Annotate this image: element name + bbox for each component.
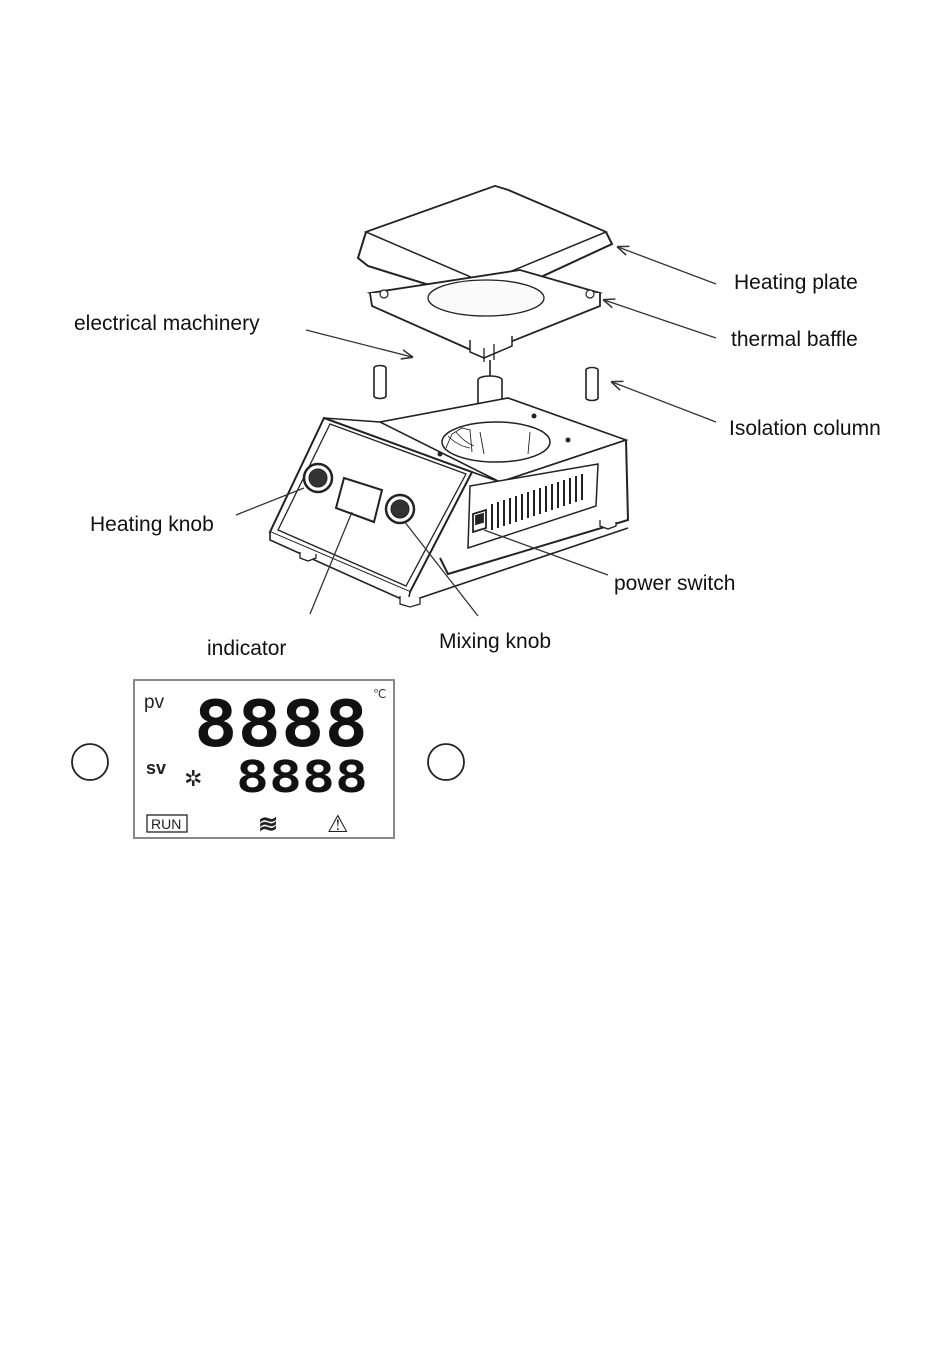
label-mixing-knob: Mixing knob [439, 631, 551, 652]
unit-celsius: ℃ [373, 687, 386, 701]
pv-value: 8888 [194, 688, 368, 762]
panel-knob-left[interactable] [72, 744, 108, 780]
sv-value: 8888 [236, 752, 368, 803]
arrow-heating-plate [618, 247, 716, 284]
mixing-knob[interactable] [386, 495, 414, 523]
pv-label: pv [144, 692, 165, 713]
sv-label: sv [146, 758, 166, 778]
base-unit [270, 398, 628, 607]
run-label: RUN [151, 816, 181, 832]
arrow-electrical-machinery [306, 330, 412, 357]
arrow-isolation-column [612, 382, 716, 422]
label-thermal-baffle: thermal baffle [731, 329, 858, 350]
fan-icon: ✲ [184, 766, 202, 791]
thermal-baffle [370, 270, 600, 362]
heating-knob[interactable] [304, 464, 332, 492]
isolation-column-right [586, 368, 598, 401]
arrow-thermal-baffle [604, 300, 716, 338]
control-panel-detail: pv 8888 ℃ sv ✲ 8888 RUN ≋ ⚠ [72, 680, 464, 838]
warning-icon: ⚠ [327, 811, 349, 838]
label-indicator: indicator [207, 638, 286, 659]
label-heating-plate: Heating plate [734, 272, 858, 293]
label-power-switch: power switch [614, 573, 735, 594]
heat-icon: ≋ [258, 811, 278, 838]
panel-knob-right[interactable] [428, 744, 464, 780]
label-isolation-column: Isolation column [729, 418, 881, 439]
power-switch[interactable] [473, 510, 486, 532]
isolation-column-left [374, 366, 386, 399]
label-heating-knob: Heating knob [90, 514, 214, 535]
label-electrical-machinery: electrical machinery [74, 313, 260, 334]
